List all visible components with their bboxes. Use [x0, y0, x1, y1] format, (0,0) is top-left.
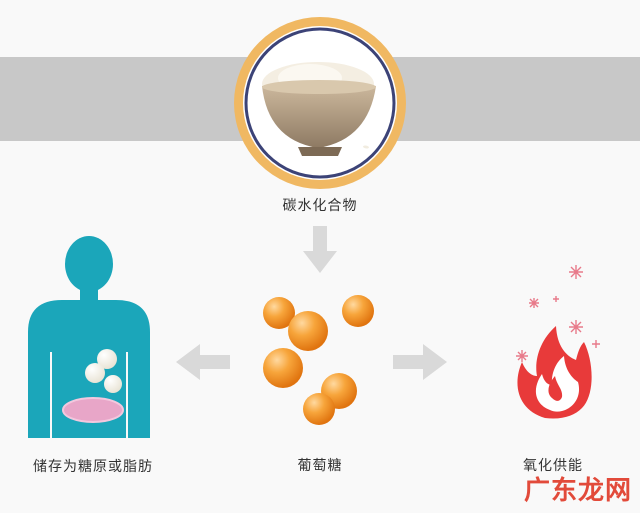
carbohydrate-label: 碳水化合物	[282, 198, 358, 214]
human-body-icon	[28, 236, 150, 438]
oxidation-label: 氧化供能	[523, 458, 583, 474]
glucose-molecules-icon	[263, 295, 374, 425]
glucose-label: 葡萄糖	[297, 458, 343, 474]
watermark-text: 广东龙网	[523, 476, 632, 506]
down-arrow-icon	[303, 226, 337, 273]
right-arrow-icon	[393, 344, 447, 380]
left-arrow-icon	[176, 344, 230, 380]
rice-bowl-icon	[234, 17, 406, 189]
storage-label: 储存为糖原或脂肪	[33, 459, 153, 475]
flame-icon	[516, 265, 600, 419]
